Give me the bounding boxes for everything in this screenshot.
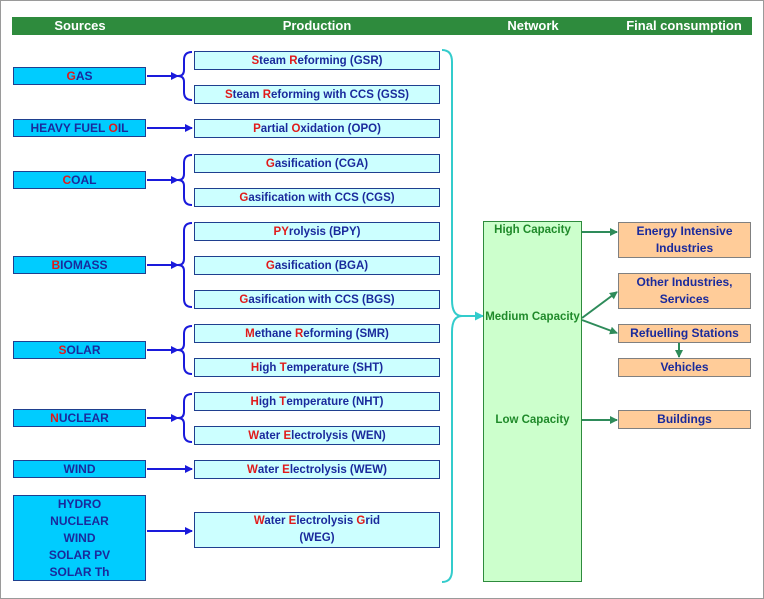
final-other-industries-services: Other Industries, Services xyxy=(618,273,751,309)
production-weg: Water Electrolysis Grid (WEG) xyxy=(194,512,440,548)
header-production: Production xyxy=(282,18,352,33)
final-vehicles: Vehicles xyxy=(618,358,751,377)
grid-mix-solar-pv: SOLAR PV xyxy=(48,547,111,562)
coal-brace xyxy=(177,154,193,206)
nuclear-brace xyxy=(177,393,193,443)
production-weg-line1: Water Electrolysis Grid xyxy=(253,515,381,527)
grid-mix-nuclear: NUCLEAR xyxy=(50,513,109,528)
header-sources: Sources xyxy=(54,18,106,33)
gas-brace xyxy=(177,51,193,101)
solar-brace xyxy=(177,325,193,375)
network-low-capacity: Low Capacity xyxy=(495,414,570,426)
network-high-capacity: High Capacity xyxy=(494,224,571,236)
network-brace xyxy=(441,49,463,583)
grid-mix-hydro: HYDRO xyxy=(57,496,102,511)
grid-mix-solar-th: SOLAR Th xyxy=(49,564,110,579)
medium-to-refuelling-arrow xyxy=(581,319,618,335)
biomass-brace xyxy=(177,222,193,308)
grid-mix-wind: WIND xyxy=(63,530,96,545)
network-medium-capacity: Medium Capacity xyxy=(485,311,580,323)
header-network: Network xyxy=(507,18,559,33)
final-energy-intensive-industries: Energy Intensive Industries xyxy=(618,222,751,258)
header-bar xyxy=(12,17,752,35)
network-box xyxy=(483,221,582,582)
source-grid-mix: HYDRO NUCLEAR WIND SOLAR PV SOLAR Th xyxy=(13,495,146,581)
source-wind: WIND xyxy=(13,460,146,478)
final-refuelling-stations: Refuelling Stations xyxy=(618,324,751,343)
production-weg-line2: (WEG) xyxy=(299,532,335,544)
final-buildings: Buildings xyxy=(618,410,751,429)
header-final-consumption: Final consumption xyxy=(626,18,742,33)
medium-to-other-arrow xyxy=(581,291,618,319)
